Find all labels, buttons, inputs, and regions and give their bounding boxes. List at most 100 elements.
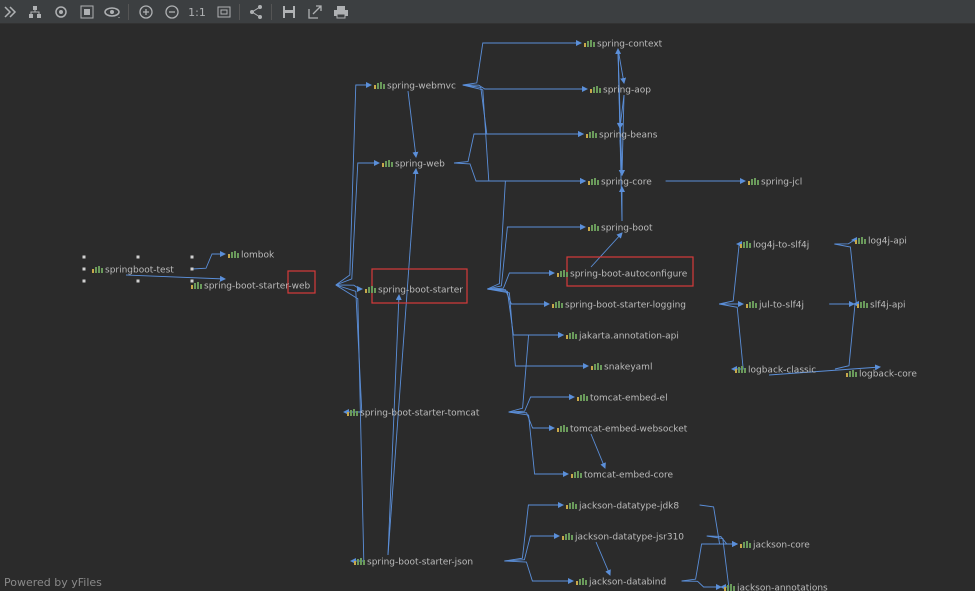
dependency-edge [462,40,582,86]
node-label: spring-boot-starter [378,286,463,296]
dependency-edge [462,84,584,137]
share-tree-icon[interactable] [246,2,266,22]
library-icon [571,471,582,478]
graph-node-tomcat-embed-websocket[interactable]: tomcat-embed-websocket [557,425,688,435]
library-icon [92,266,103,273]
graph-node-spring-boot-starter-tomcat[interactable]: spring-boot-starter-tomcat [347,409,480,419]
graph-node-jackson-core[interactable]: jackson-core [740,541,810,551]
nodes-layer: springboot-test lombok spring-boot-starter… [82,40,917,591]
graph-node-spring-boot-starter[interactable]: spring-boot-starter [365,268,468,304]
node-label: spring-context [597,40,663,50]
graph-node-spring-boot[interactable]: spring-boot [588,224,653,234]
save-icon[interactable] [279,2,299,22]
graph-node-jul-to-slf4j[interactable]: jul-to-slf4j [746,301,804,311]
graph-node-spring-web[interactable]: spring-web [382,160,445,170]
dependency-edge [719,303,744,372]
graph-node-tomcat-embed-core[interactable]: tomcat-embed-core [571,471,674,481]
graph-node-spring-core[interactable]: spring-core [588,178,652,188]
actual-size-icon[interactable]: 1:1 [188,5,206,19]
node-label: jackson-annotations [736,584,828,591]
selection-handle[interactable] [82,255,86,259]
selection-handle[interactable] [190,255,194,259]
graph-node-spring-boot-starter-json[interactable]: spring-boot-starter-json [354,558,473,568]
selection-handle[interactable] [190,267,194,271]
graph-node-logback-classic[interactable]: logback-classic [735,366,816,376]
dependency-edge [335,284,365,564]
graph-node-spring-aop[interactable]: spring-aop [590,86,651,96]
dependency-edge [487,288,589,369]
target-select-icon[interactable] [51,2,71,22]
library-icon [724,584,735,591]
dependency-edge [387,168,419,556]
print-icon[interactable] [331,2,351,22]
dependency-edge [504,560,574,584]
dependency-edge [462,84,588,92]
dependency-edge [335,284,363,292]
node-label: spring-beans [599,131,658,141]
node-label: jackson-databind [588,578,666,588]
graph-node-springboot-test[interactable]: springboot-test [82,255,194,283]
fit-page-icon[interactable] [214,2,234,22]
node-label: jackson-datatype-jdk8 [578,502,679,512]
collapse-arrows-icon[interactable] [1,2,21,22]
library-icon [746,301,757,308]
graph-node-spring-context[interactable]: spring-context [584,40,663,50]
graph-node-lombok[interactable]: lombok [228,251,275,261]
graph-node-spring-webmvc[interactable]: spring-webmvc [374,82,456,92]
node-label: spring-webmvc [387,82,456,92]
hierarchy-icon[interactable] [25,2,45,22]
dependency-edge [619,94,626,176]
graph-node-jackson-datatype-jdk8[interactable]: jackson-datatype-jdk8 [566,502,679,512]
toolbar: 1:1 [0,0,975,24]
dependency-edge [407,90,419,158]
graph-node-spring-boot-starter-logging[interactable]: spring-boot-starter-logging [552,301,686,311]
eye-dropdown-icon[interactable] [103,2,123,22]
graph-node-logback-core[interactable]: logback-core [846,370,917,380]
node-label: jackson-core [752,541,810,551]
library-icon [586,131,597,138]
graph-node-snakeyaml[interactable]: snakeyaml [591,363,652,373]
dependency-edge [487,224,586,290]
library-icon [588,178,599,185]
dependency-edge [590,232,623,268]
library-icon [354,558,365,565]
graph-node-jackson-databind[interactable]: jackson-databind [576,578,666,588]
zoom-out-icon[interactable] [162,2,182,22]
library-icon [566,502,577,509]
selection-handle[interactable] [82,267,86,271]
selection-handle[interactable] [190,279,194,283]
graph-node-spring-boot-autoconfigure[interactable]: spring-boot-autoconfigure [557,256,694,287]
graph-node-jackson-datatype-jsr310[interactable]: jackson-datatype-jsr310 [562,533,684,543]
dependency-edge [590,433,606,469]
selection-handle[interactable] [136,255,140,259]
dependency-edge [834,301,859,370]
library-icon [584,40,595,47]
graph-node-log4j-to-slf4j[interactable]: log4j-to-slf4j [740,241,809,251]
export-icon[interactable] [305,2,325,22]
library-icon [347,409,358,416]
toolbar-separator [271,4,272,20]
node-label: lombok [241,251,275,261]
graph-node-jackson-annotations[interactable]: jackson-annotations [724,584,828,591]
selection-handle[interactable] [136,279,140,283]
dependency-edge [508,411,569,477]
graph-node-spring-beans[interactable]: spring-beans [586,131,658,141]
graph-node-spring-jcl[interactable]: spring-jcl [748,178,802,188]
node-label: spring-aop [603,86,651,96]
fit-grid-icon[interactable] [77,2,97,22]
node-label: jackson-datatype-jsr310 [574,533,684,543]
graph-node-slf4j-api[interactable]: slf4j-api [857,301,906,311]
graph-node-spring-boot-starter-web[interactable]: spring-boot-starter-web [191,270,316,294]
dependency-edge [617,94,625,129]
selection-handle[interactable] [82,279,86,283]
node-label: jul-to-slf4j [758,301,804,311]
graph-node-jakarta-annotation-api[interactable]: jakarta.annotation-api [566,332,679,342]
dependency-edge [453,162,586,184]
node-label: log4j-to-slf4j [753,241,809,251]
graph-node-log4j-api[interactable]: log4j-api [855,237,907,247]
toolbar-separator [239,4,240,20]
zoom-in-icon[interactable] [136,2,156,22]
node-label: logback-classic [748,366,816,376]
graph-node-tomcat-embed-el[interactable]: tomcat-embed-el [577,394,668,404]
